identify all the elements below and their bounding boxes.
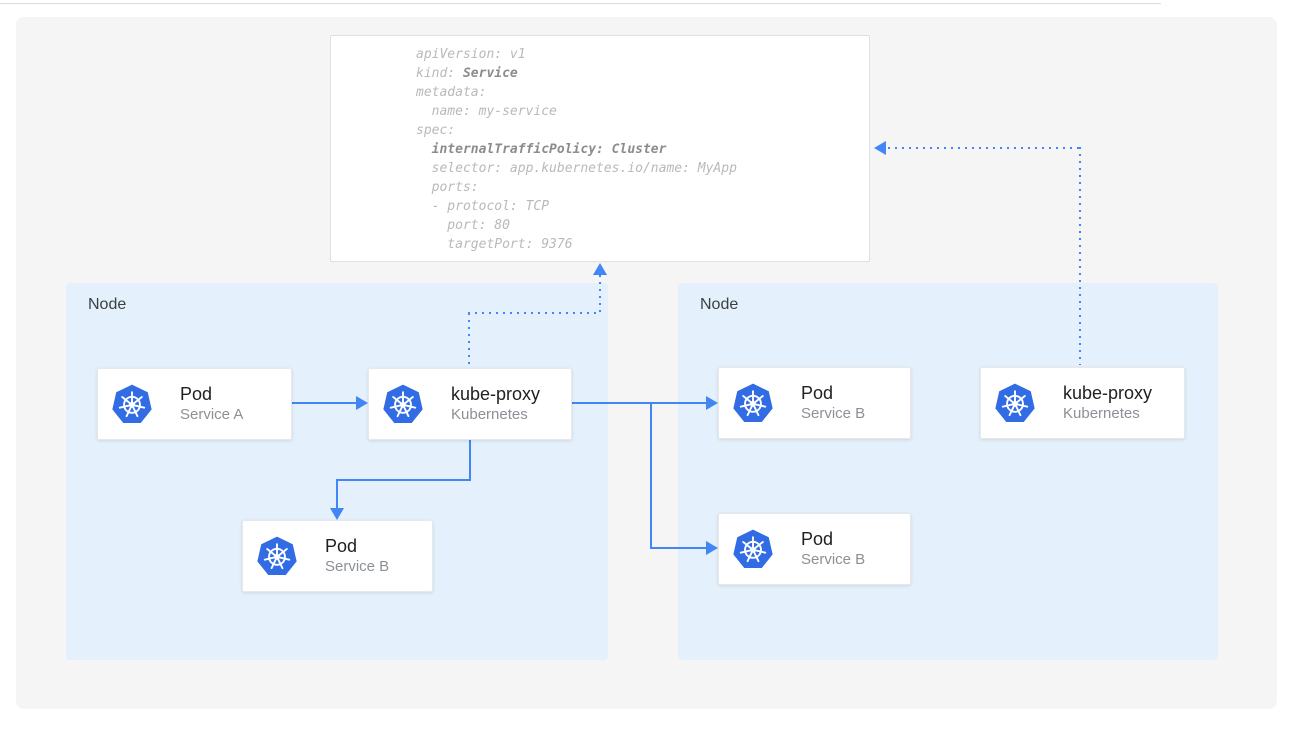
- kubernetes-icon: [111, 383, 153, 425]
- card-subtitle: Service B: [325, 558, 390, 575]
- arrow-line-branch-to-pod-right-bottom: [650, 547, 708, 549]
- arrowhead-up-icon: [593, 263, 607, 275]
- kubernetes-icon: [382, 383, 424, 425]
- card-title: kube-proxy: [1063, 383, 1153, 403]
- dotted-line-kube-proxy-left-up: [468, 313, 470, 368]
- arrow-line-kube-proxy-to-pod-right-top: [572, 402, 708, 404]
- kubernetes-icon: [732, 382, 774, 424]
- arrowhead-right-icon: [706, 541, 718, 555]
- arrowhead-down-icon: [330, 508, 344, 520]
- card-subtitle: Service A: [180, 406, 244, 423]
- top-divider: [0, 3, 1161, 4]
- card-kube-proxy-left: kube-proxy Kubernetes: [368, 368, 572, 440]
- arrowhead-right-icon: [706, 396, 718, 410]
- card-pod-service-b-left: Pod Service B: [242, 520, 433, 592]
- arrow-line-kube-proxy-down: [469, 440, 471, 481]
- arrowhead-left-icon: [874, 141, 886, 155]
- arrow-line-pod-a-to-kube-proxy: [292, 402, 358, 404]
- node-right: Node: [678, 283, 1218, 660]
- dotted-line-kube-proxy-left-across: [468, 312, 600, 314]
- card-pod-service-b-right-top: Pod Service B: [718, 367, 911, 439]
- arrow-line-branch-vertical: [650, 402, 652, 549]
- kubernetes-icon: [994, 382, 1036, 424]
- card-subtitle: Service B: [801, 405, 866, 422]
- dotted-line-kube-proxy-right-down: [1079, 147, 1081, 365]
- card-title: kube-proxy: [451, 384, 541, 404]
- node-right-label: Node: [700, 296, 739, 313]
- dotted-line-kube-proxy-left-to-yaml: [599, 275, 601, 313]
- card-title: Pod: [180, 384, 213, 404]
- arrow-line-to-pod-b-left: [336, 479, 338, 508]
- card-subtitle: Kubernetes: [1063, 405, 1140, 422]
- node-left: Node: [66, 283, 608, 660]
- card-title: Pod: [325, 536, 358, 556]
- card-title: Pod: [801, 383, 834, 403]
- node-left-label: Node: [88, 296, 127, 313]
- card-pod-service-a: Pod Service A: [97, 368, 292, 440]
- kubernetes-icon: [256, 535, 298, 577]
- card-title: Pod: [801, 529, 834, 549]
- arrow-line-kube-proxy-left: [336, 479, 471, 481]
- kubernetes-icon: [732, 528, 774, 570]
- card-subtitle: Kubernetes: [451, 406, 528, 423]
- dotted-line-kube-proxy-right-across: [888, 147, 1081, 149]
- arrowhead-right-icon: [356, 396, 368, 410]
- card-subtitle: Service B: [801, 551, 866, 568]
- card-pod-service-b-right-bottom: Pod Service B: [718, 513, 911, 585]
- card-kube-proxy-right: kube-proxy Kubernetes: [980, 367, 1185, 439]
